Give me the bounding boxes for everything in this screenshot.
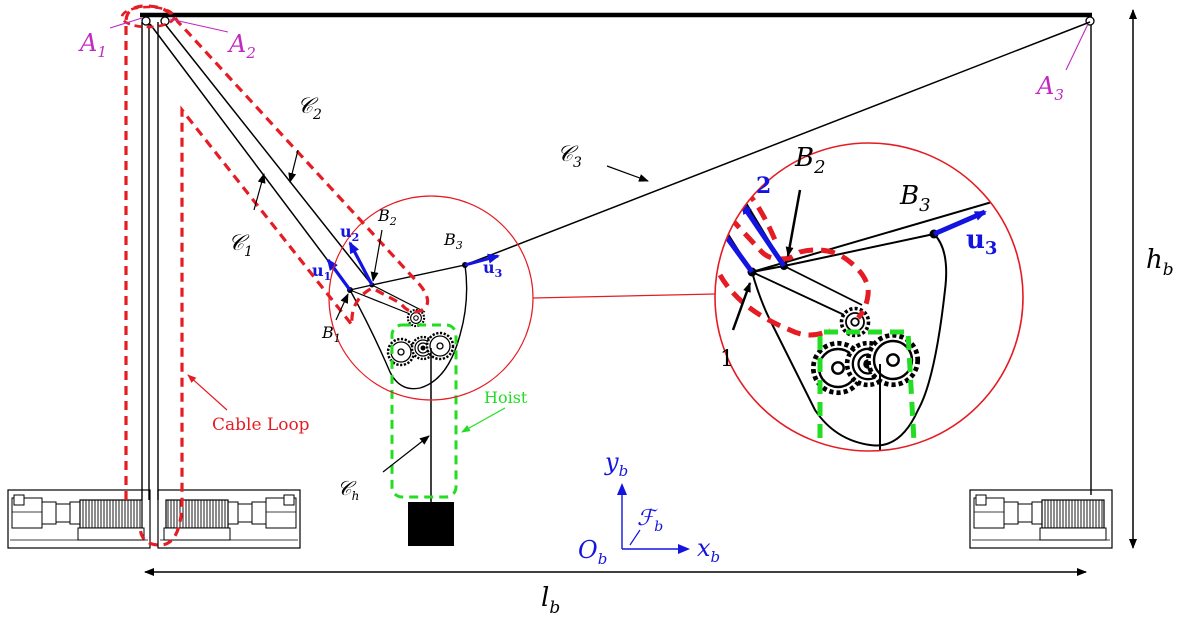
label-cable-loop: Cable Loop bbox=[212, 415, 310, 435]
label-C1: 𝒞1 bbox=[228, 231, 253, 260]
vector-u2 bbox=[348, 241, 374, 286]
label-hoist: Hoist bbox=[484, 388, 528, 407]
load-mass bbox=[408, 502, 454, 546]
label-xb: xb bbox=[697, 534, 720, 566]
label-A3: A3 bbox=[1035, 72, 1064, 104]
loop-top-ellipse bbox=[120, 5, 176, 29]
pulley-A1 bbox=[141, 16, 151, 26]
zoom-label-B2: B2 bbox=[794, 143, 826, 178]
label-Fb: ℱb bbox=[637, 506, 663, 535]
label-u2: u2 bbox=[340, 222, 359, 244]
zoom-label-u2-fragment: 2 bbox=[756, 173, 771, 199]
vector-u3 bbox=[464, 253, 500, 267]
label-B2: B2 bbox=[377, 206, 397, 228]
zoom-label-u3: u3 bbox=[966, 225, 997, 259]
label-B1: B1 bbox=[321, 323, 341, 345]
gears-small bbox=[386, 308, 455, 367]
hoist-outline bbox=[390, 323, 458, 499]
label-hb: hb bbox=[1146, 245, 1174, 280]
platform-small bbox=[348, 264, 468, 390]
winch-left-1 bbox=[7, 489, 151, 549]
label-C3: 𝒞3 bbox=[557, 142, 582, 171]
left-posts bbox=[141, 22, 159, 500]
zoom-connector bbox=[532, 293, 716, 299]
label-A2: A2 bbox=[227, 30, 256, 62]
cable-C1 bbox=[149, 23, 351, 291]
cable-C2 bbox=[164, 23, 373, 286]
winch-right bbox=[969, 489, 1113, 549]
zoom-detail bbox=[714, 142, 1024, 452]
cable-loop-dashed bbox=[124, 4, 430, 547]
label-Ch: 𝒞h bbox=[337, 476, 359, 503]
zoom-label-B1-fragment: 1 bbox=[720, 347, 734, 372]
cable-C3 bbox=[464, 21, 1091, 266]
zoom-label-B3: B3 bbox=[899, 181, 931, 216]
label-B3: B3 bbox=[443, 230, 463, 252]
label-C2: 𝒞2 bbox=[297, 94, 322, 123]
label-lb: lb bbox=[541, 583, 560, 618]
label-u1: u1 bbox=[312, 261, 331, 283]
label-yb: yb bbox=[604, 448, 628, 480]
label-Ob: Ob bbox=[578, 536, 607, 568]
label-u3: u3 bbox=[483, 258, 502, 280]
vector-u1 bbox=[326, 258, 352, 291]
label-A1: A1 bbox=[78, 29, 107, 61]
